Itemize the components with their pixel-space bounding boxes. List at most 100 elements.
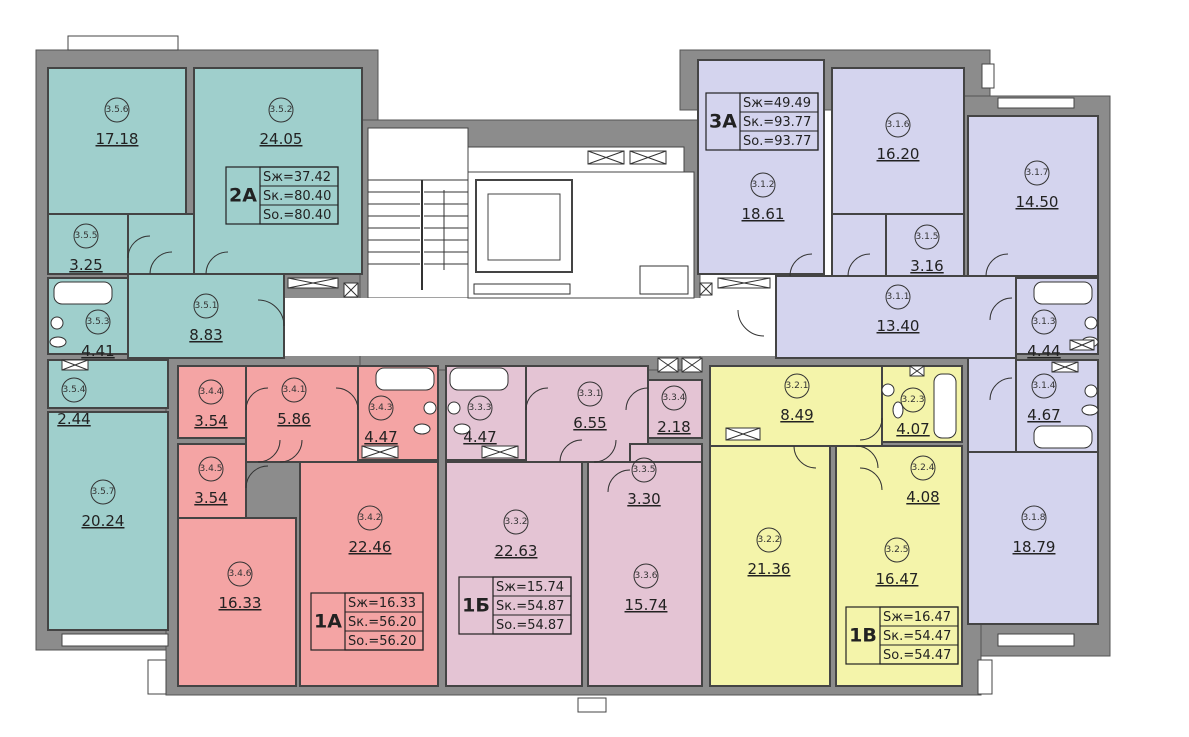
room-area: 3.16 bbox=[910, 257, 943, 275]
apartment-1a bbox=[177, 365, 439, 687]
room-id: 3.1.8 bbox=[1023, 513, 1046, 523]
room-id: 3.1.7 bbox=[1026, 168, 1049, 178]
room-area: 16.33 bbox=[219, 594, 262, 612]
apartment-area-s-o: Sо.=54.47 bbox=[883, 648, 951, 663]
room-3-2-2 bbox=[709, 445, 831, 687]
room-3-5-7 bbox=[47, 411, 169, 631]
apartment-area-s-zh: Sж=37.42 bbox=[263, 170, 331, 185]
apartment-area-s-k: Sк.=54.87 bbox=[496, 599, 564, 614]
balconies bbox=[61, 35, 1075, 713]
room-area: 21.36 bbox=[748, 560, 791, 578]
room-id: 3.4.6 bbox=[229, 569, 252, 579]
room-area: 14.50 bbox=[1016, 193, 1059, 211]
room-id: 3.5.3 bbox=[87, 317, 110, 327]
toilet-icon bbox=[892, 401, 904, 419]
room-id-circle bbox=[357, 505, 383, 531]
room-area: 3.30 bbox=[627, 490, 660, 508]
room-id: 3.2.4 bbox=[912, 463, 935, 473]
apartment-area-s-k: Sк.=80.40 bbox=[263, 189, 331, 204]
room-3-3-4 bbox=[647, 379, 703, 439]
room-id: 3.5.4 bbox=[63, 385, 86, 395]
room-3-5-6 bbox=[47, 67, 187, 215]
room-id: 3.4.4 bbox=[200, 387, 223, 397]
room-3-3-1 bbox=[525, 365, 649, 463]
apartment-area-table bbox=[492, 576, 572, 635]
sink-icon bbox=[423, 401, 437, 415]
room-id: 3.4.5 bbox=[200, 464, 223, 474]
apartment-area-s-zh: Sж=16.33 bbox=[348, 596, 416, 611]
room-3-1-7 bbox=[967, 115, 1099, 277]
apartment-label: 1Б bbox=[462, 595, 490, 617]
room-area: 4.08 bbox=[906, 488, 939, 506]
room-id-circle bbox=[884, 537, 910, 563]
room-area: 4.44 bbox=[1027, 342, 1060, 360]
room-area: 24.05 bbox=[260, 130, 303, 148]
room-id: 3.5.7 bbox=[92, 487, 115, 497]
room-3-1-6 bbox=[831, 67, 965, 215]
bathtub-icon bbox=[375, 367, 435, 391]
room-id-circle bbox=[910, 455, 936, 481]
room-area: 18.79 bbox=[1013, 538, 1056, 556]
room-area: 3.54 bbox=[194, 412, 227, 430]
room-3-4-1 bbox=[245, 365, 359, 463]
room-area: 8.83 bbox=[189, 326, 222, 344]
bathtub-icon bbox=[1033, 281, 1093, 305]
room-id: 3.1.6 bbox=[887, 120, 910, 130]
room-id: 3.3.1 bbox=[579, 389, 602, 399]
room-id: 3.3.4 bbox=[663, 393, 686, 403]
room-id-circle bbox=[633, 563, 659, 589]
room-id-circle bbox=[784, 373, 810, 399]
room-id-circle bbox=[1031, 309, 1057, 335]
room-area: 4.47 bbox=[364, 428, 397, 446]
room-area: 22.63 bbox=[495, 542, 538, 560]
room-area: 2.18 bbox=[657, 418, 690, 436]
room-area: 13.40 bbox=[877, 317, 920, 335]
room-area: 15.74 bbox=[625, 596, 668, 614]
apartment-area-s-zh: Sж=49.49 bbox=[743, 96, 811, 111]
room-id-circle bbox=[756, 527, 782, 553]
room-id-circle bbox=[661, 385, 687, 411]
room-id-circle bbox=[1021, 505, 1047, 531]
room-id: 3.1.5 bbox=[916, 232, 939, 242]
apartment-area-s-k: Sк.=93.77 bbox=[743, 115, 811, 130]
room-id: 3.5.5 bbox=[75, 231, 98, 241]
room-id-circle bbox=[61, 377, 87, 403]
bathtub-icon bbox=[53, 281, 113, 305]
room-area: 5.86 bbox=[277, 410, 310, 428]
room-area: 3.25 bbox=[69, 256, 102, 274]
apartment-label: 1A bbox=[314, 611, 342, 633]
room-id-circle bbox=[104, 97, 130, 123]
room-id: 3.1.4 bbox=[1033, 381, 1056, 391]
room-id: 3.2.3 bbox=[902, 395, 925, 405]
room-area: 22.46 bbox=[349, 538, 392, 556]
apartment-label: 1В bbox=[849, 625, 877, 647]
apartment-area-s-k: Sк.=56.20 bbox=[348, 615, 416, 630]
apartment-1v bbox=[709, 365, 963, 687]
room-id-circle bbox=[750, 172, 776, 198]
room-id: 3.2.5 bbox=[886, 545, 909, 555]
room-area: 2.44 bbox=[57, 410, 90, 428]
room-id-circle bbox=[467, 395, 493, 421]
room-3-3-2 bbox=[445, 461, 583, 687]
apartment-area-s-zh: Sж=15.74 bbox=[496, 580, 564, 595]
room-id: 3.3.5 bbox=[633, 465, 656, 475]
toilet-icon bbox=[413, 423, 431, 435]
room-id: 3.5.6 bbox=[106, 105, 129, 115]
room-area: 8.49 bbox=[780, 406, 813, 424]
staircase bbox=[368, 179, 468, 290]
room-labels: 3.5.617.183.5.224.053.5.53.253.5.18.833.… bbox=[57, 97, 1061, 614]
room-id-circle bbox=[914, 224, 940, 250]
room-id: 3.3.6 bbox=[635, 571, 658, 581]
apartment-area-table bbox=[344, 592, 424, 651]
bathtub-icon bbox=[933, 373, 957, 439]
apartment-area-table bbox=[739, 92, 819, 151]
toilet-icon bbox=[1081, 404, 1099, 416]
apartment-area-s-k: Sк.=54.47 bbox=[883, 629, 951, 644]
apartment-3a bbox=[697, 59, 1099, 625]
room-id-circle bbox=[885, 112, 911, 138]
room-area: 3.54 bbox=[194, 489, 227, 507]
room-3-2-5 bbox=[835, 445, 963, 687]
apartment-label: 3A bbox=[709, 111, 737, 133]
room-area: 16.20 bbox=[877, 145, 920, 163]
room-id-circle bbox=[227, 561, 253, 587]
